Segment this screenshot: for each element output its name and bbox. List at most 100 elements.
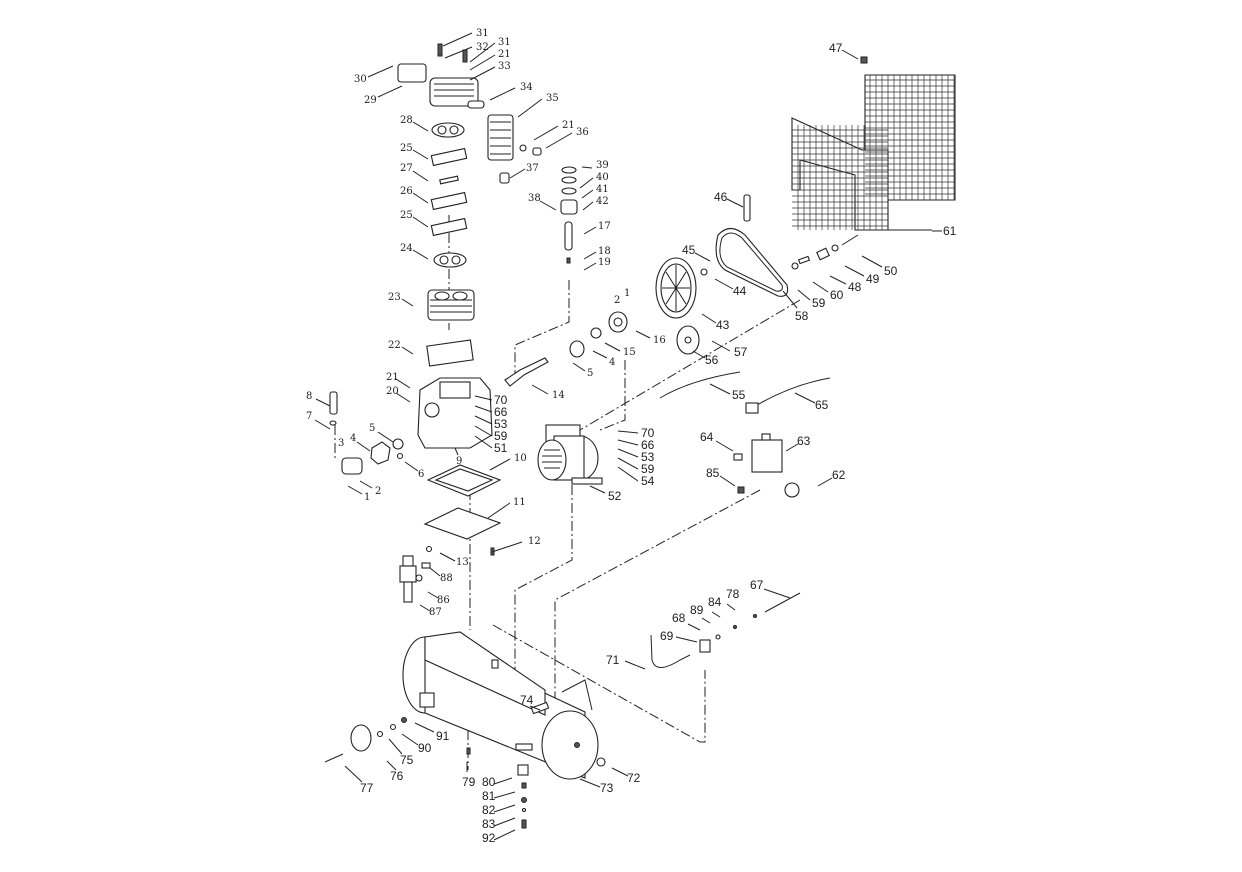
part-number-label: 73 (600, 781, 614, 795)
part-number-label: 2 (375, 486, 381, 497)
leader-line (469, 54, 496, 71)
leader-line (711, 611, 721, 618)
part-number-label: 26 (400, 186, 413, 197)
part-number-label: 15 (623, 347, 636, 358)
part-number-label: 7 (306, 411, 312, 422)
leader-line (474, 395, 493, 401)
leader-line (395, 392, 411, 403)
part-number-label: 21 (498, 49, 511, 60)
part-number-label: 31 (476, 28, 489, 39)
leader-line (726, 198, 744, 208)
part-number-label: 32 (476, 42, 489, 53)
leader-line (412, 149, 429, 160)
part-number-label: 28 (400, 115, 413, 126)
part-number-label: 31 (498, 37, 511, 48)
part-number-label: 9 (456, 456, 462, 467)
leader-line (419, 604, 431, 612)
cylinder-head (397, 43, 542, 367)
leader-line (493, 829, 516, 841)
part-number-label: 86 (437, 595, 450, 606)
part-number-label: 40 (596, 172, 609, 183)
part-number-label: 89 (690, 603, 704, 617)
part-number-label: 6 (418, 469, 424, 480)
part-number-label: 11 (513, 497, 526, 508)
part-number-label: 59 (494, 429, 508, 443)
leader-line (412, 192, 429, 204)
leader-line (539, 200, 557, 211)
part-number-label: 56 (705, 353, 719, 367)
part-number-label: 1 (364, 492, 370, 503)
leader-line (714, 278, 734, 290)
leader-line (412, 170, 429, 182)
part-number-label: 22 (388, 340, 401, 351)
part-number-label: 48 (848, 280, 862, 294)
leader-line (359, 480, 373, 489)
part-number-label: 80 (482, 775, 496, 789)
part-number-label: 27 (400, 163, 413, 174)
part-number-label: 87 (429, 607, 442, 618)
leader-line (611, 767, 629, 777)
leader-line (395, 378, 411, 389)
leader-line (493, 777, 513, 785)
part-number-label: 81 (482, 789, 496, 803)
leader-line (388, 738, 403, 755)
leader-line (487, 502, 511, 519)
leader-line (844, 265, 865, 277)
crankshaft (504, 311, 628, 387)
leader-line (817, 477, 833, 487)
part-number-label: 19 (598, 257, 611, 268)
leader-line (709, 383, 731, 395)
leader-line (401, 298, 414, 307)
part-number-label: 4 (609, 357, 615, 368)
part-number-label: 29 (364, 95, 377, 106)
leader-line (782, 290, 798, 309)
part-number-label: 83 (482, 817, 496, 831)
leader-line (493, 817, 516, 827)
leader-line (719, 475, 736, 487)
leader-line (617, 430, 639, 434)
part-number-label: 37 (526, 163, 539, 174)
leader-line (701, 313, 717, 324)
leader-line (797, 289, 811, 301)
part-number-label: 18 (598, 246, 611, 257)
part-number-label: 3 (338, 438, 344, 449)
part-number-label: 21 (562, 120, 575, 131)
part-number-label: 46 (714, 190, 728, 204)
part-number-label: 58 (795, 309, 809, 323)
leader-line (635, 330, 651, 339)
part-number-label: 33 (498, 61, 511, 72)
piston-assembly (560, 166, 578, 264)
part-number-label: 61 (943, 224, 957, 238)
leader-line (545, 132, 573, 149)
part-number-label: 53 (641, 450, 655, 464)
part-number-label: 23 (388, 292, 401, 303)
leader-line (429, 567, 441, 577)
belt-guard (791, 56, 956, 231)
leader-line (401, 346, 414, 355)
leader-line (829, 275, 847, 285)
leader-line (694, 252, 711, 262)
crankcase (329, 377, 502, 556)
leader-line (412, 216, 429, 228)
leader-line (412, 121, 429, 132)
part-number-label: 77 (360, 781, 374, 795)
regulator-hose (399, 555, 801, 668)
part-number-label: 85 (706, 466, 720, 480)
part-number-label: 44 (733, 284, 747, 298)
part-number-label: 91 (436, 729, 450, 743)
part-number-label: 47 (829, 41, 843, 55)
leader-line (529, 705, 541, 711)
leader-line (469, 66, 496, 81)
leader-line (861, 255, 883, 268)
part-number-label: 72 (627, 771, 641, 785)
part-number-label: 12 (528, 536, 541, 547)
leader-line (315, 398, 331, 407)
leader-line (474, 405, 493, 413)
part-number-label: 49 (866, 272, 880, 286)
part-number-label: 92 (482, 831, 496, 845)
leader-line (617, 466, 639, 482)
leader-line (617, 439, 639, 446)
leader-line (489, 87, 516, 101)
leader-line (841, 49, 859, 60)
leader-line (794, 392, 816, 404)
